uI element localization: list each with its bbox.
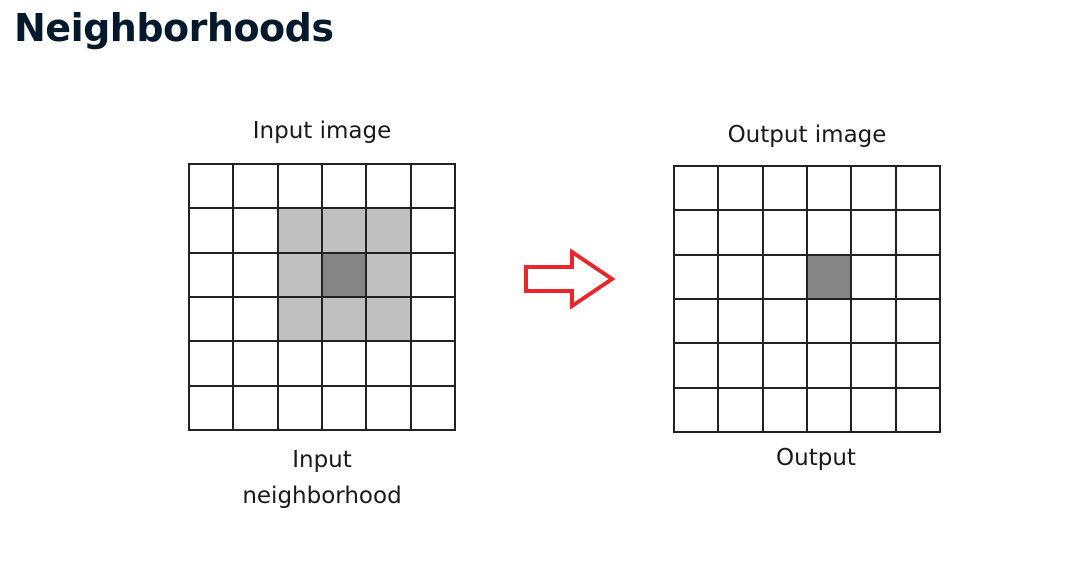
grid-pixel [763,255,808,300]
grid-pixel [278,386,323,431]
output-image-caption: Output image [727,122,887,148]
grid-pixel [411,209,456,254]
grid-pixel [852,211,897,256]
grid-pixel [411,386,456,431]
grid-pixel [190,253,235,298]
grid-pixel [763,388,808,433]
grid-pixel [234,297,279,343]
right-arrow-shape [524,248,616,310]
input-neighborhood-caption-line1: Input [292,447,352,473]
grid-pixel [675,211,720,256]
grid-pixel [675,299,720,345]
grid-pixel [719,344,764,389]
neighborhood-pixel [322,297,368,343]
grid-pixel [675,167,720,212]
grid-pixel [322,342,368,387]
grid-pixel [190,165,235,210]
grid-pixel [763,344,808,389]
grid-pixel [719,299,764,345]
grid-pixel [367,342,412,387]
grid-pixel [234,386,279,431]
grid-pixel [411,297,456,343]
grid-pixel [807,211,853,256]
grid-pixel [322,386,368,431]
input-image-caption: Input image [252,118,392,144]
neighborhood-pixel [278,209,323,254]
grid-pixel [719,388,764,433]
grid-pixel [234,209,279,254]
right-arrow-icon [524,248,616,310]
grid-pixel [411,165,456,210]
input-neighborhood-caption-line2: neighborhood [242,483,402,509]
neighborhood-pixel [278,253,323,298]
grid-pixel [807,167,853,212]
grid-pixel [367,386,412,431]
grid-pixel [763,167,808,212]
grid-pixel [852,388,897,433]
grid-pixel [719,167,764,212]
grid-pixel [190,209,235,254]
grid-pixel [719,255,764,300]
neighborhood-pixel [278,297,323,343]
input-image-grid [188,163,456,431]
grid-pixel [367,165,412,210]
grid-pixel [675,344,720,389]
neighborhood-pixel [367,209,412,254]
grid-pixel [675,255,720,300]
grid-pixel [234,165,279,210]
grid-pixel [896,299,941,345]
grid-pixel [852,344,897,389]
grid-pixel [234,253,279,298]
output-image-grid [673,165,941,433]
grid-pixel [411,342,456,387]
output-caption: Output [776,445,856,471]
grid-pixel [807,344,853,389]
page-title: Neighborhoods [14,6,334,50]
grid-pixel [763,211,808,256]
grid-pixel [896,344,941,389]
input-neighborhood-caption: Input neighborhood [188,442,456,514]
grid-pixel [190,297,235,343]
grid-pixel [278,342,323,387]
grid-pixel [190,342,235,387]
neighborhood-pixel [367,297,412,343]
grid-pixel [411,253,456,298]
grid-pixel [234,342,279,387]
grid-pixel [763,299,808,345]
grid-pixel [190,386,235,431]
grid-pixel [278,165,323,210]
grid-pixel [807,299,853,345]
output-center-pixel [807,255,853,300]
input-center-pixel [322,253,368,298]
neighborhood-pixel [367,253,412,298]
grid-pixel [896,211,941,256]
grid-pixel [896,167,941,212]
grid-pixel [896,388,941,433]
grid-pixel [807,388,853,433]
grid-pixel [322,165,368,210]
grid-pixel [852,167,897,212]
grid-pixel [719,211,764,256]
neighborhood-pixel [322,209,368,254]
grid-pixel [675,388,720,433]
grid-pixel [896,255,941,300]
grid-pixel [852,255,897,300]
grid-pixel [852,299,897,345]
